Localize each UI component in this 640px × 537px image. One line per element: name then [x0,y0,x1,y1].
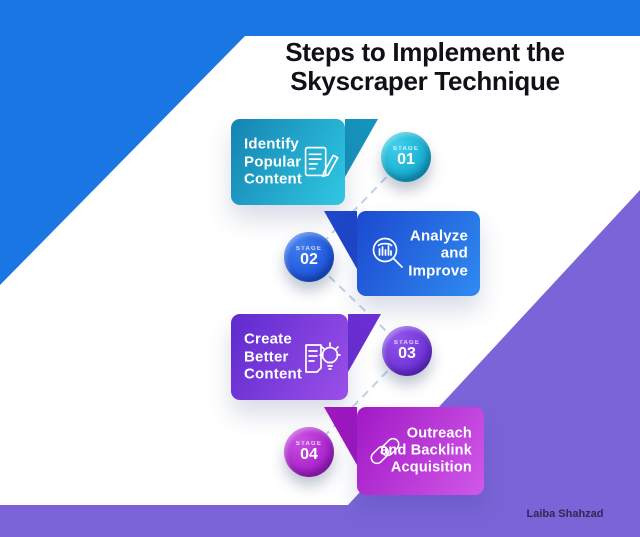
magnifier-chart-icon [364,230,412,278]
stage1-label: STAGE [392,145,420,152]
stage2-label: STAGE [295,245,323,252]
stage4-label: STAGE [295,440,323,447]
stage2-number: 02 [300,250,318,268]
stage3-label: STAGE [393,339,421,346]
stage3-number: 03 [398,344,416,362]
stage2-title: Analyze and Improve [408,226,468,280]
stage4-box: Outreach and Backlink Acquisition [357,407,484,495]
stage4-title: Outreach and Backlink Acquisition [380,425,472,476]
page-title: Steps to Implement the Skyscraper Techni… [222,37,628,97]
stage4-badge: STAGE 04 [284,427,334,477]
page-title-line1: Steps to Implement the [285,37,565,67]
stage2-badge: STAGE 02 [284,232,334,282]
stage2-box: Analyze and Improve [357,211,480,296]
page-title-line2: Skyscraper Technique [290,66,560,97]
stage1-title: Identify Popular Content [244,135,303,188]
stage1-number: 01 [397,150,415,168]
author-credit: Laiba Shahzad [526,508,604,520]
stage4-number: 04 [300,445,318,463]
stage1-badge: STAGE 01 [381,132,431,182]
stage1-box: Identify Popular Content [231,119,345,205]
stage3-title: Create Better Content [244,330,303,383]
chain-link-icon [364,430,406,472]
stage3-box: Create Better Content [231,314,348,400]
document-bulb-icon [297,333,345,381]
stage3-badge: STAGE 03 [382,326,432,376]
document-pencil-icon [296,139,342,185]
